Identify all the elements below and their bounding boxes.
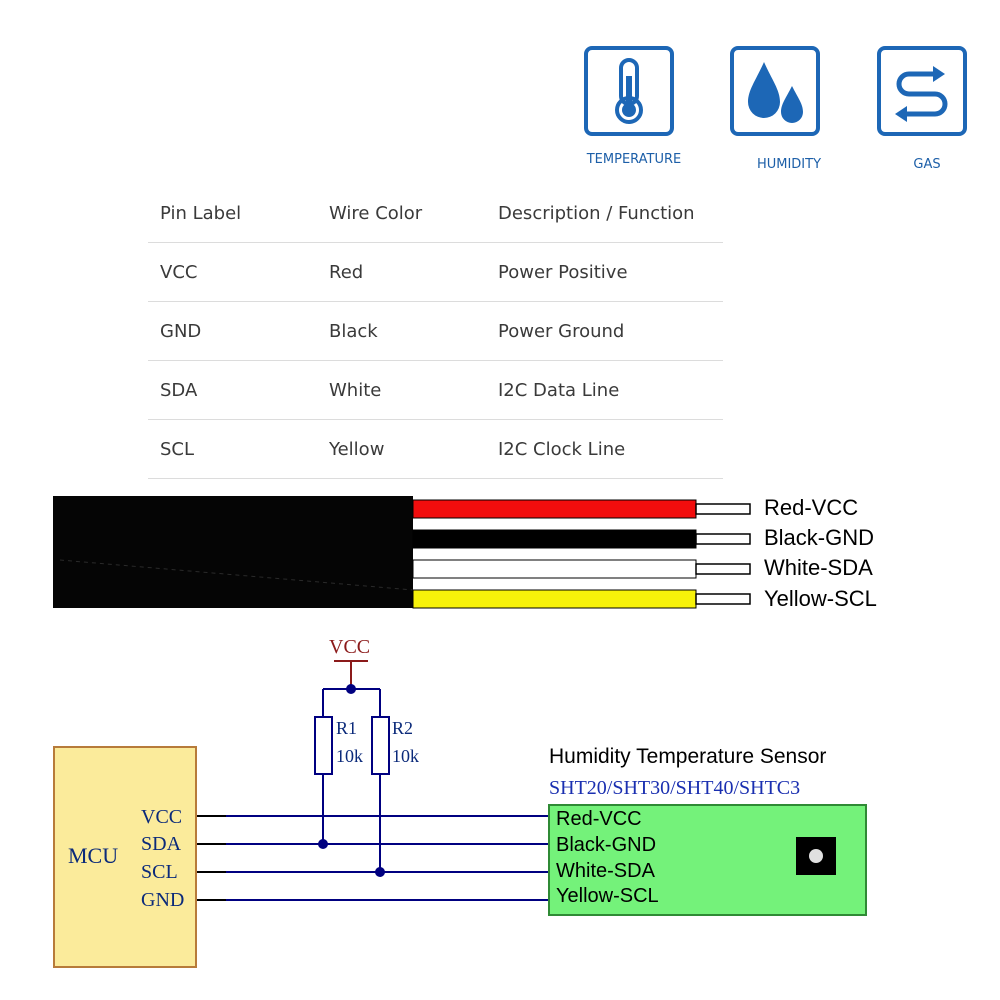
wire-group bbox=[412, 499, 751, 609]
cell-pin: GND bbox=[148, 301, 317, 361]
r1-sda-junction bbox=[318, 839, 328, 849]
r1-name: R1 bbox=[336, 718, 358, 738]
gas-label: GAS bbox=[913, 157, 941, 172]
r2-name: R2 bbox=[392, 718, 414, 738]
humidity-icon-card bbox=[730, 46, 820, 136]
wire-tip-white-sda bbox=[695, 563, 751, 575]
cell-color: Yellow bbox=[317, 419, 486, 479]
mcu-pin-scl: SCL bbox=[141, 861, 178, 883]
cell-description: Power Positive bbox=[486, 242, 723, 302]
wire-insulation-black-gnd bbox=[412, 529, 697, 549]
humidity-label: HUMIDITY bbox=[756, 157, 822, 172]
header-pin-label: Pin Label bbox=[148, 184, 317, 243]
cable-jacket bbox=[53, 496, 413, 608]
wire-insulation-white-sda bbox=[412, 559, 697, 579]
cell-color: White bbox=[317, 360, 486, 420]
header-description: Description / Function bbox=[486, 184, 723, 243]
wire-insulation-red-vcc bbox=[412, 499, 697, 519]
pin-table: Pin Label Wire Color Description / Funct… bbox=[148, 184, 723, 479]
cable-label-yellow-scl: Yellow-SCL bbox=[764, 586, 877, 611]
mcu-block bbox=[53, 746, 197, 968]
cable-illustration bbox=[53, 496, 751, 609]
wire-tip-black-gnd bbox=[695, 533, 751, 545]
sensor-title: Humidity Temperature Sensor bbox=[549, 745, 827, 768]
cable-label-white-sda: White-SDA bbox=[764, 555, 873, 580]
sensor-module bbox=[548, 804, 867, 916]
r1-value: 10k bbox=[336, 746, 363, 766]
sensor-model: SHT20/SHT30/SHT40/SHTC3 bbox=[549, 777, 801, 799]
cable-label-red-vcc: Red-VCC bbox=[764, 495, 859, 520]
sensor-pin-white-sda: White-SDA bbox=[556, 860, 655, 882]
sensor-pin-yellow-scl: Yellow-SCL bbox=[556, 885, 659, 907]
header-wire-color: Wire Color bbox=[317, 184, 486, 243]
temperature-label: TEMPERATURE bbox=[586, 152, 682, 167]
sensor-pin-red-vcc: Red-VCC bbox=[556, 808, 642, 830]
gas-flow-icon bbox=[895, 66, 948, 122]
table-row: SCL Yellow I2C Clock Line bbox=[148, 419, 723, 479]
table-row: GND Black Power Ground bbox=[148, 301, 723, 361]
vcc-supply-label: VCC bbox=[329, 636, 371, 658]
mcu-pin-gnd: GND bbox=[141, 889, 185, 911]
cell-pin: SCL bbox=[148, 419, 317, 479]
r2-scl-junction bbox=[375, 867, 385, 877]
wire-insulation-yellow-scl bbox=[412, 589, 697, 609]
table-row: VCC Red Power Positive bbox=[148, 242, 723, 302]
sensor-pin-black-gnd: Black-GND bbox=[556, 834, 657, 856]
cell-description: I2C Clock Line bbox=[486, 419, 723, 479]
thermometer-icon bbox=[615, 58, 643, 124]
cell-color: Black bbox=[317, 301, 486, 361]
r2-value: 10k bbox=[392, 746, 419, 766]
mcu-pin-vcc: VCC bbox=[141, 806, 183, 828]
cell-pin: VCC bbox=[148, 242, 317, 302]
vcc-junction bbox=[346, 684, 356, 694]
temperature-icon-card bbox=[584, 46, 674, 136]
table-header-row: Pin Label Wire Color Description / Funct… bbox=[148, 184, 723, 243]
cable-label-black-gnd: Black-GND bbox=[764, 525, 875, 550]
table-row: SDA White I2C Data Line bbox=[148, 360, 723, 420]
wire-tip-yellow-scl bbox=[695, 593, 751, 605]
cell-color: Red bbox=[317, 242, 486, 302]
water-drops-icon bbox=[748, 62, 803, 123]
r1-body bbox=[314, 716, 333, 775]
wire-tip-red-vcc bbox=[695, 503, 751, 515]
cell-pin: SDA bbox=[148, 360, 317, 420]
cell-description: Power Ground bbox=[486, 301, 723, 361]
gas-icon-card bbox=[877, 46, 967, 136]
r2-body bbox=[371, 716, 390, 775]
mcu-pin-sda: SDA bbox=[141, 833, 182, 855]
cell-description: I2C Data Line bbox=[486, 360, 723, 420]
mcu-title: MCU bbox=[68, 843, 119, 868]
